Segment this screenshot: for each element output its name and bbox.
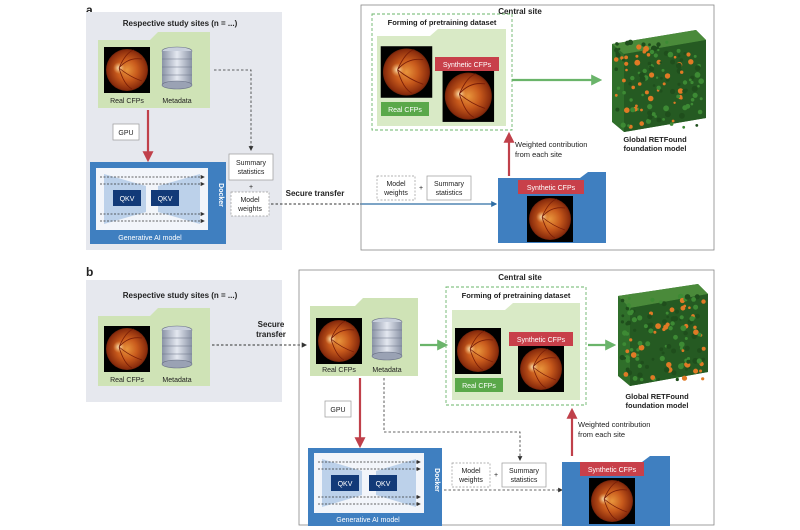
panel-a-central-model-weights-box xyxy=(376,175,416,201)
panel-a-forming-real-cfps-label: Real CFPs xyxy=(388,107,422,114)
panel-a-real-cfps-label: Real CFPs xyxy=(110,98,144,105)
panel-b-qkv-right xyxy=(369,475,397,491)
panel-a-summary-statistics-line2: statistics xyxy=(238,169,265,176)
panel-a-qkv-left-label: QKV xyxy=(120,196,135,203)
panel-b-forming-synthetic-label: Synthetic CFPs xyxy=(517,337,566,344)
panel-b-secure-transfer-line1: Secure xyxy=(258,320,285,329)
panel-a-weighted-line1: Weighted contribution xyxy=(515,140,587,149)
panel-b-central-site-box xyxy=(298,269,715,526)
panel-a-cube-texture xyxy=(613,39,704,129)
panel-a-forming-real-cfps-badge xyxy=(381,102,429,116)
panel-a-model-weights-box xyxy=(230,191,270,217)
panel-b-qkv-left xyxy=(331,475,359,491)
panel-b-real-cfp-image xyxy=(103,325,151,373)
panel-a-central-summary-line2: statistics xyxy=(436,190,463,197)
panel-a-synthetic-label: Synthetic CFPs xyxy=(527,185,576,192)
panel-b-forming-real-cfp-image xyxy=(454,327,502,375)
panel-b-central-real-cfp-image xyxy=(315,317,363,365)
panel-b-forming-real-cfps-label: Real CFPs xyxy=(462,383,496,390)
panel-a-weighted-line2: from each site xyxy=(515,150,562,159)
panel-a-secure-transfer-label: Secure transfer xyxy=(286,189,345,198)
panel-b-weighted-line2: from each site xyxy=(578,430,625,439)
panel-b-synthetic-badge xyxy=(580,462,644,476)
panel-b-central-metadata-label: Metadata xyxy=(372,367,401,374)
panel-a-gpu-box xyxy=(112,123,140,141)
panel-a-model-weights-line2: weights xyxy=(237,206,262,213)
panel-b-forming-dataset-box xyxy=(445,286,587,406)
panel-b-model-weights-box xyxy=(451,462,491,488)
panel-b-metadata-dashed-link xyxy=(383,378,523,461)
panel-a-model-weights-line1: Model xyxy=(240,197,260,204)
panel-a-synthetic-cfp-image xyxy=(526,195,574,243)
panel-b-letter: b xyxy=(86,265,93,279)
panel-a-forming-synthetic-label: Synthetic CFPs xyxy=(443,62,492,69)
panel-a-gpu-label: GPU xyxy=(118,130,133,137)
panel-b-forming-real-cfps-badge xyxy=(455,378,503,392)
panel-a-summary-statistics-box xyxy=(228,153,274,181)
panel-b-real-cfps-label: Real CFPs xyxy=(110,377,144,384)
panel-b-forming-synthetic-cfp-image xyxy=(517,345,565,393)
panel-b-synthetic-cfp-image xyxy=(588,477,636,525)
panel-a-forming-synthetic-cfp-image xyxy=(442,69,495,123)
panel-b-model-weights-line1: Model xyxy=(461,468,481,475)
panel-b-metadata-icon xyxy=(161,325,193,369)
panel-b-weighted-line1: Weighted contribution xyxy=(578,420,650,429)
panel-b-secure-transfer-line2: transfer xyxy=(256,330,286,339)
panel-a-qkv-right xyxy=(151,190,179,206)
panel-a-docker-label: Docker xyxy=(217,183,224,207)
panel-b-model-weights-line2: weights xyxy=(458,477,483,484)
panel-b-synthetic-label: Synthetic CFPs xyxy=(588,467,637,474)
panel-b-qkv-right-label: QKV xyxy=(376,481,391,488)
panel-a-qkv-right-label: QKV xyxy=(158,196,173,203)
panel-a-forming-title: Forming of pretraining dataset xyxy=(388,18,497,27)
panel-a-forming-dataset-box xyxy=(371,13,513,131)
panel-a-metadata-icon xyxy=(161,46,193,90)
panel-a-central-site-title: Central site xyxy=(498,7,542,16)
panel-b-gpu-label: GPU xyxy=(330,407,345,414)
panel-a-metadata-label: Metadata xyxy=(162,98,191,105)
panel-b-cube-texture xyxy=(619,293,706,382)
panel-b-global-model-line1: Global RETFound xyxy=(625,392,689,401)
panel-a-plus-vertical: + xyxy=(249,184,253,191)
panel-a-central-model-weights-line2: weights xyxy=(383,190,408,197)
panel-b-gpu-box xyxy=(324,400,352,418)
panel-a-central-site-box xyxy=(360,4,715,251)
panel-a-global-model-line2: foundation model xyxy=(624,144,687,153)
panel-a-letter: a xyxy=(86,3,93,17)
panel-a-sites-title: Respective study sites (n = ...) xyxy=(123,19,238,28)
panel-b-central-metadata-icon xyxy=(371,317,403,361)
panel-a-global-model-line1: Global RETFound xyxy=(623,135,687,144)
panel-a-synthetic-badge xyxy=(518,180,584,194)
panel-b-forming-title: Forming of pretraining dataset xyxy=(462,291,571,300)
panel-a-real-cfp-image xyxy=(103,46,151,94)
panel-a-central-summary-box xyxy=(426,175,472,201)
panel-b-qkv-left-label: QKV xyxy=(338,481,353,488)
panel-b-plus: + xyxy=(494,472,498,479)
panel-a-summary-statistics-line1: Summary xyxy=(236,160,266,167)
panel-b-metadata-label: Metadata xyxy=(162,377,191,384)
panel-b-forming-synthetic-badge xyxy=(509,332,573,346)
panel-b-central-site-title: Central site xyxy=(498,273,542,282)
panel-a-qkv-left xyxy=(113,190,141,206)
panel-b-summary-line2: statistics xyxy=(511,477,538,484)
panel-b-sites-title: Respective study sites (n = ...) xyxy=(123,291,238,300)
panel-b-summary-box xyxy=(501,462,547,488)
panel-b-summary-line1: Summary xyxy=(509,468,539,475)
panel-b-global-model-line2: foundation model xyxy=(626,401,689,410)
panel-a-central-plus: + xyxy=(419,185,423,192)
panel-a-forming-synthetic-badge xyxy=(435,57,499,71)
panel-b-docker-label: Docker xyxy=(433,468,440,492)
panel-a-forming-real-cfp-image xyxy=(380,45,433,99)
panel-a-gen-ai-label: Generative AI model xyxy=(118,235,182,242)
panel-b-gen-ai-label: Generative AI model xyxy=(336,517,400,524)
panel-b-central-real-cfps-label: Real CFPs xyxy=(322,367,356,374)
panel-a-central-summary-line1: Summary xyxy=(434,181,464,188)
panel-a-metadata-dashed-link xyxy=(214,69,254,151)
panel-a-central-model-weights-line1: Model xyxy=(386,181,406,188)
